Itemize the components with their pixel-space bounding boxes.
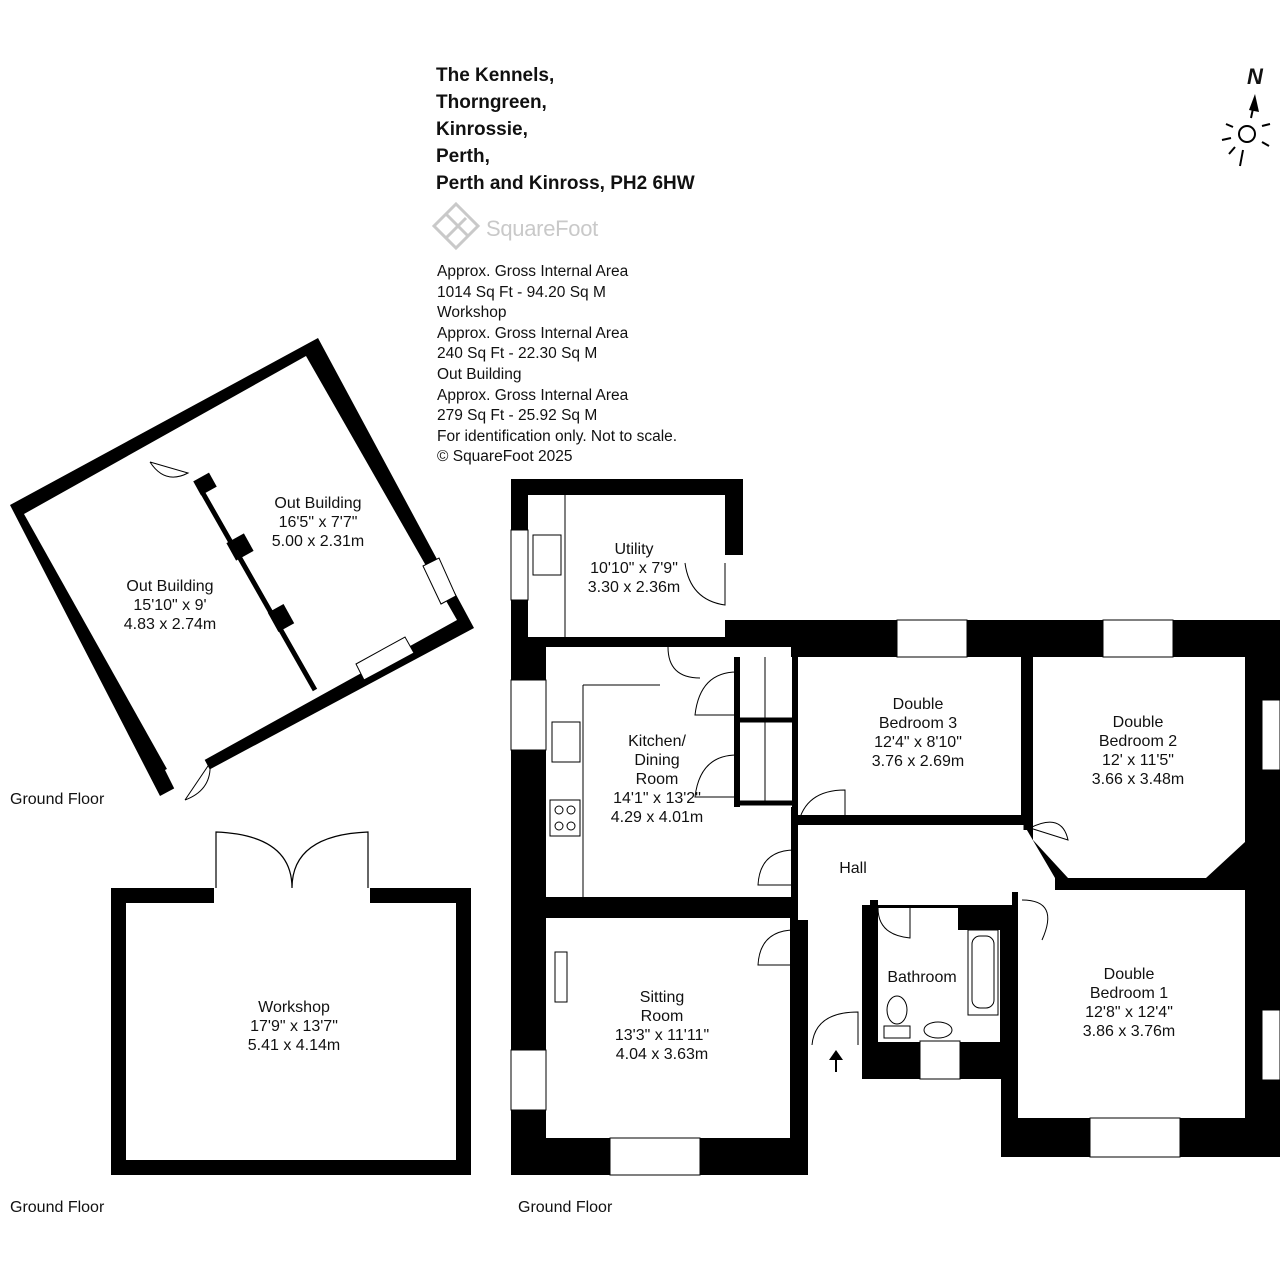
- room-label-outbuilding-b: Out Building 15'10" x 9' 4.83 x 2.74m: [123, 578, 217, 633]
- kitchen-sink: [551, 721, 581, 763]
- outbuilding-door-top: [149, 461, 190, 478]
- bedroom3-window: [896, 619, 968, 658]
- area-line: Workshop: [437, 304, 507, 322]
- squarefoot-logo: SquareFoot: [436, 204, 626, 250]
- area-line: © SquareFoot 2025: [437, 448, 573, 466]
- floor-label-workshop: Ground Floor: [10, 1199, 105, 1216]
- sitting-window: [609, 1137, 701, 1176]
- bedroom2-side-window: [1261, 699, 1280, 771]
- room-label-outbuilding-a: Out Building 16'5" x 7'7" 5.00 x 2.31m: [271, 495, 365, 550]
- outbuilding-floor: [24, 356, 457, 778]
- room-label-bedroom2: Double Bedroom 2 12' x 11'5" 3.66 x 3.48…: [1091, 714, 1185, 788]
- toilet: [886, 995, 908, 1025]
- room-label-bedroom1: Double Bedroom 1 12'8" x 12'4" 3.86 x 3.…: [1082, 966, 1176, 1040]
- outbuilding-door-gap-bottom: [165, 751, 210, 790]
- utility-door: [684, 562, 726, 606]
- utility-sink: [532, 534, 562, 576]
- brand-name: SquareFoot: [486, 216, 598, 241]
- outbuilding-door-gap-top: [148, 428, 196, 466]
- house-plan: [510, 479, 1280, 1176]
- area-line: 279 Sq Ft - 25.92 Sq M: [437, 407, 598, 425]
- area-line: For identification only. Not to scale.: [437, 427, 678, 445]
- workshop-double-door: [215, 831, 369, 889]
- area-line: Approx. Gross Internal Area: [437, 386, 629, 404]
- cupboard-door-1: [694, 671, 738, 716]
- address-line: Kinrossie,: [436, 119, 528, 140]
- sitting-floor: [546, 918, 790, 1138]
- room-label-workshop: Workshop 17'9" x 13'7" 5.41 x 4.14m: [247, 999, 341, 1054]
- outbuilding-window-east: [422, 557, 457, 605]
- address-line: Perth and Kinross, PH2 6HW: [436, 173, 695, 194]
- entrance-gap: [808, 1018, 862, 1046]
- workshop-floor: [126, 903, 456, 1160]
- kitchen-hob: [549, 799, 581, 837]
- bedroom1-side-window: [1261, 1009, 1280, 1081]
- bedroom1-window: [1089, 1117, 1181, 1158]
- kitchen-side-window: [510, 679, 547, 751]
- squarefoot-logo-mark: [431, 201, 481, 251]
- bathroom-window: [919, 1040, 961, 1080]
- workshop-plan: [111, 831, 471, 1175]
- property-address: The Kennels, Thorngreen, Kinrossie, Pert…: [436, 62, 695, 197]
- room-label-utility: Utility 10'10" x 7'9" 3.30 x 2.36m: [587, 541, 681, 596]
- bath: [967, 929, 999, 1016]
- outbuilding-window-south: [355, 636, 415, 681]
- bedroom2-door: [1029, 821, 1069, 841]
- room-label-sitting: Sitting Room 13'3" x 11'11" 4.04 x 3.63m: [614, 989, 710, 1063]
- room-label-bedroom3: Double Bedroom 3 12'4" x 8'10" 3.76 x 2.…: [871, 696, 965, 770]
- area-info: Approx. Gross Internal Area 1014 Sq Ft -…: [437, 262, 677, 468]
- address-line: Perth,: [436, 146, 490, 167]
- bathroom-door: [877, 907, 911, 939]
- bedroom1-floor: [1018, 890, 1245, 1118]
- area-line: Approx. Gross Internal Area: [437, 324, 629, 342]
- compass-north-label: N: [1247, 64, 1263, 89]
- outbuilding-partition: [197, 486, 318, 692]
- room-label-kitchen: Kitchen/ Dining Room 14'1" x 13'2" 4.29 …: [610, 733, 704, 826]
- workshop-door-gap: [214, 886, 370, 905]
- bedroom2-window: [1102, 619, 1174, 658]
- bedroom3-door: [797, 789, 846, 826]
- area-line: 1014 Sq Ft - 94.20 Sq M: [437, 283, 606, 301]
- outbuilding-window-west: [10, 558, 34, 586]
- cupboard-door-2: [694, 754, 738, 798]
- floor-label-outbuilding: Ground Floor: [10, 791, 105, 808]
- outbuilding-plan: [10, 338, 474, 801]
- fireplace: [554, 951, 568, 1003]
- floor-label-house: Ground Floor: [518, 1199, 613, 1216]
- room-label-bathroom: Bathroom: [887, 969, 957, 986]
- address-line: The Kennels,: [436, 65, 555, 86]
- compass-rose: [1221, 94, 1271, 167]
- entrance-arrow: [829, 1050, 843, 1072]
- kitchen-door: [667, 646, 701, 679]
- kitchen-hall-door: [757, 849, 796, 886]
- area-line: Out Building: [437, 365, 522, 383]
- basin: [923, 1021, 953, 1039]
- utility-side-window: [510, 529, 529, 601]
- area-line: Approx. Gross Internal Area: [437, 263, 629, 280]
- hall-floor: [798, 825, 1055, 1041]
- area-line: 240 Sq Ft - 22.30 Sq M: [437, 345, 598, 363]
- address-line: Thorngreen,: [436, 92, 547, 113]
- sitting-side-window: [510, 1049, 547, 1111]
- bedroom3-floor: [798, 657, 1021, 815]
- room-label-hall: Hall: [839, 860, 867, 877]
- bedroom2-floor: [1033, 657, 1245, 878]
- bedroom1-door: [1021, 899, 1049, 941]
- entrance-door: [811, 1011, 859, 1046]
- outbuilding-door-bottom: [184, 761, 211, 801]
- sitting-door: [757, 929, 796, 966]
